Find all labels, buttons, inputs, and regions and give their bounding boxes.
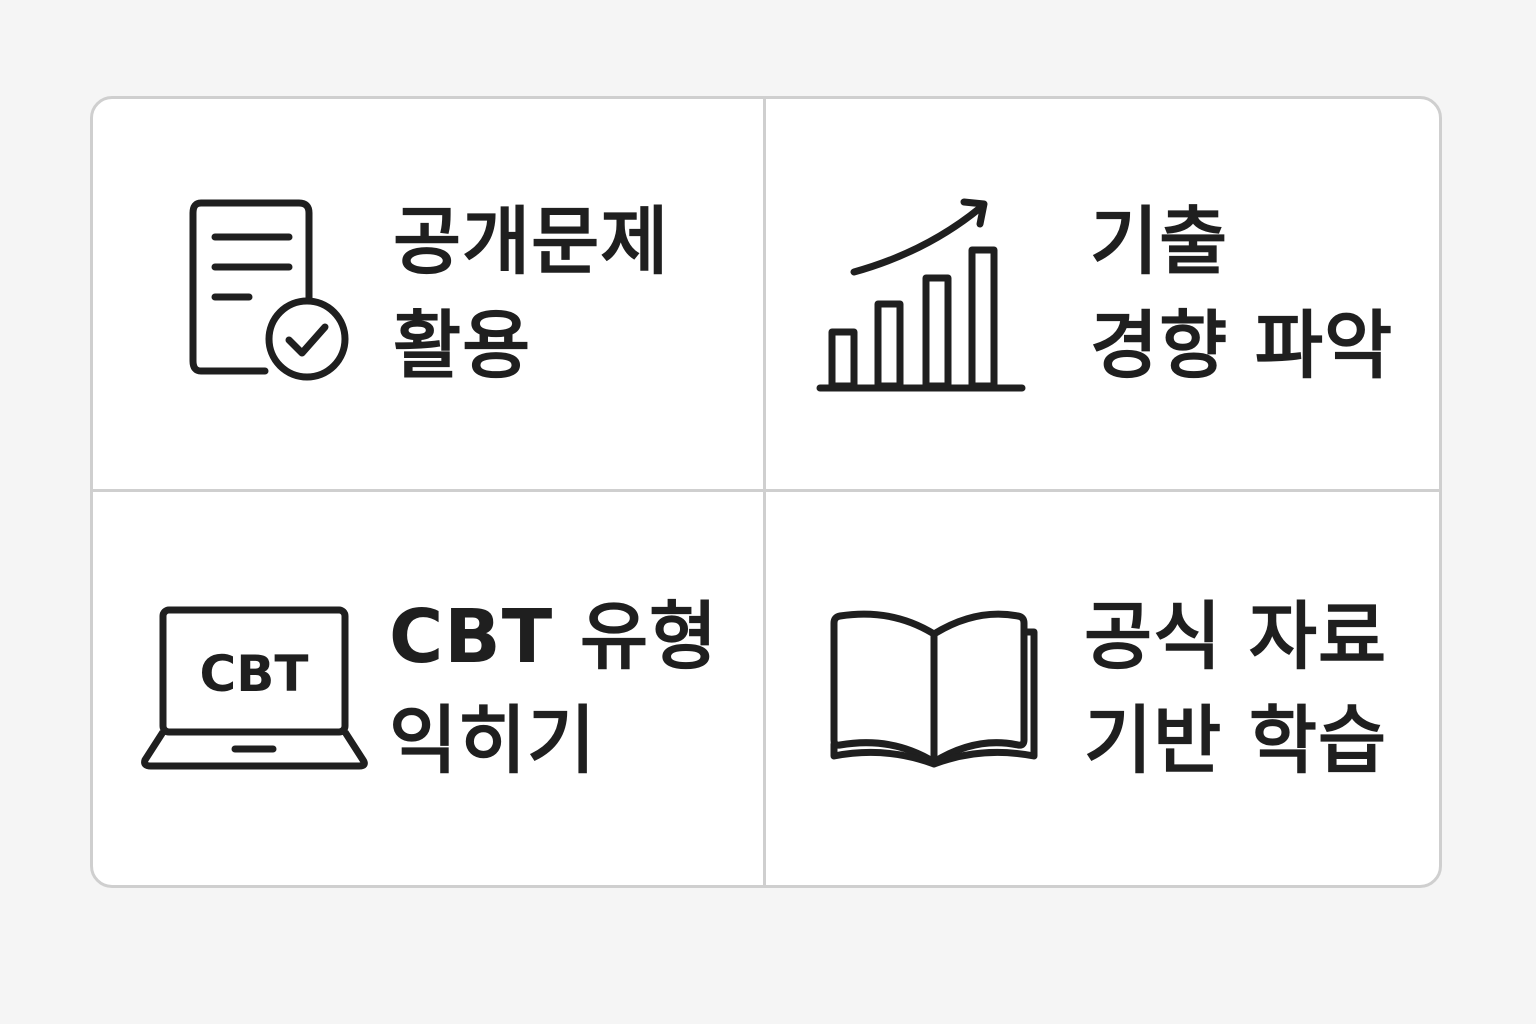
feature-title: 공식 자료 기반 학습 (1084, 585, 1387, 793)
feature-title-line2: 경향 파악 (1090, 303, 1394, 389)
feature-title: CBT 유형 익히기 (389, 585, 718, 793)
feature-title-line2: 익히기 (389, 697, 597, 784)
feature-title-line1: 공식 자료 (1084, 593, 1388, 680)
laptop-screen-text: CBT (200, 645, 309, 703)
feature-card-official-materials: 공식 자료 기반 학습 (766, 492, 1439, 885)
feature-card-cbt-practice: CBT CBT 유형 익히기 (93, 492, 766, 885)
bar-chart-trend-icon (816, 198, 1026, 392)
feature-title-line1: 기출 (1090, 199, 1229, 285)
feature-grid: 공개문제 활용 기출 경향 파악 CBT CBT 유형 익히기 (90, 96, 1442, 888)
laptop-icon: CBT (141, 606, 368, 769)
open-book-icon (830, 610, 1038, 767)
feature-card-past-exam-trends: 기출 경향 파악 (766, 99, 1439, 492)
feature-title-line2: 활용 (393, 303, 532, 389)
feature-title-line2: 기반 학습 (1084, 697, 1388, 784)
document-check-icon (189, 199, 349, 381)
feature-title-line1: CBT 유형 (389, 593, 719, 680)
feature-title: 기출 경향 파악 (1090, 190, 1393, 398)
feature-title-line1: 공개문제 (393, 199, 670, 285)
feature-card-public-questions: 공개문제 활용 (93, 99, 766, 492)
feature-title: 공개문제 활용 (393, 190, 669, 398)
